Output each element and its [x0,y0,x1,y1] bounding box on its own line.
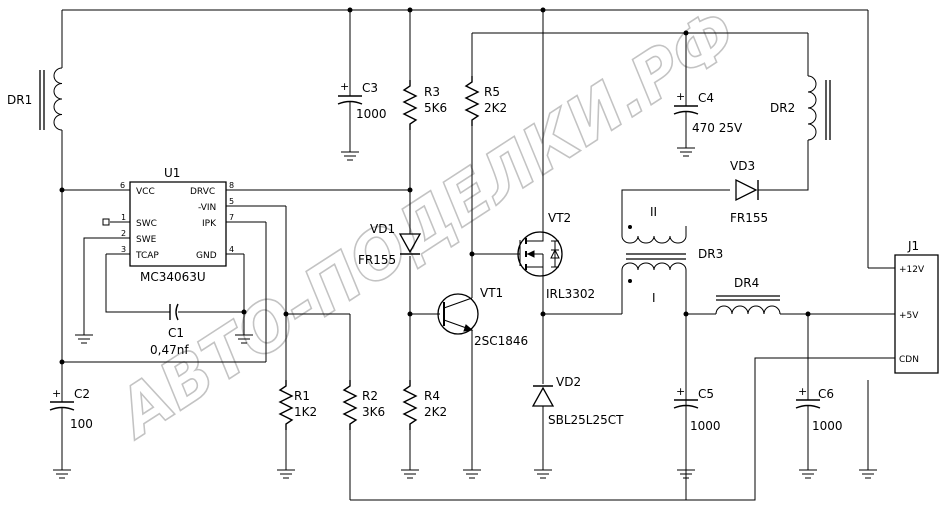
svg-text:+: + [676,385,685,398]
r3-value: 5K6 [424,101,447,115]
ic-pin-gnd: GND [196,251,217,261]
ground-symbol [400,469,420,479]
ic-pin-drvc: DRVC [190,187,215,197]
dr1-label: DR1 [7,93,32,107]
j1-pin-5v: +5V [899,311,919,321]
vd2-value: SBL25L25CT [548,413,624,427]
dr3-winding-label: II [650,205,657,219]
r2-value: 3K6 [362,405,385,419]
c4-ref: C4 [698,91,714,105]
ic-pin-vcc: VCC [136,187,155,197]
j1-pin-cdn: CDN [899,355,919,365]
ground-symbol [676,147,696,157]
vd3-ref: VD3 [730,159,755,173]
ic-pin-number: 3 [121,245,126,254]
resistor-r2 [343,379,357,431]
dr3-ref: DR3 [698,247,723,261]
r5-ref: R5 [484,85,500,99]
ground-symbol [858,469,878,479]
dr2-label: DR2 [770,101,795,115]
vd1-ref: VD1 [370,222,395,236]
c5-value: 1000 [690,419,721,433]
ic-part-label: MC34063U [140,270,206,284]
vt1-ref: VT1 [480,286,503,300]
polarity-marks: + + + + + [52,80,807,400]
vd3-value: FR155 [730,211,768,225]
c3-value: 1000 [356,107,387,121]
ic-pin-swe: SWE [136,235,157,245]
ground-symbol [798,469,818,479]
ic-pin-number: 6 [120,181,125,190]
ic-pin-tcap: TCAP [135,251,159,261]
vt2-value: IRL3302 [546,287,595,301]
r2-ref: R2 [362,389,378,403]
ic-pin-vin: -VIN [198,203,216,213]
ground-symbol [74,334,94,344]
svg-text:+: + [340,80,349,93]
svg-text:+: + [798,385,807,398]
r1-value: 1K2 [294,405,317,419]
c5-ref: C5 [698,387,714,401]
c1-ref: C1 [168,326,184,340]
ic-pin-number: 2 [121,229,126,238]
ic-pin-number: 1 [121,213,126,222]
r1-ref: R1 [294,389,310,403]
dr4-label: DR4 [734,276,759,290]
c4-value: 470 25V [692,121,743,135]
r5-value: 2K2 [484,101,507,115]
ic-pin-ipk: IPK [202,219,217,229]
c2-ref: C2 [74,387,90,401]
ic-pin-number: 5 [229,197,234,206]
watermark-text: АВТО-ПОДЕЛКИ.РФ [101,0,751,454]
ground-symbol [276,469,296,479]
ic-pin-number: 4 [229,245,234,254]
junction-dots [59,7,811,365]
dr3-winding-label: I [652,291,656,305]
resistor-r5 [465,75,479,127]
c6-ref: C6 [818,387,834,401]
r4-ref: R4 [424,389,440,403]
r4-value: 2K2 [424,405,447,419]
r3-ref: R3 [424,85,440,99]
ic-pin-number: 7 [229,213,234,222]
vd1-value: FR155 [358,253,396,267]
vt2-ref: VT2 [548,211,571,225]
j1-ref: J1 [907,239,919,253]
ground-symbol [52,469,72,479]
ic-pin-number: 8 [229,181,234,190]
ic-ref-label: U1 [164,166,180,180]
c6-value: 1000 [812,419,843,433]
ground-symbol [533,469,553,479]
svg-text:+: + [52,387,61,400]
resistor-r3 [403,79,417,131]
c3-ref: C3 [362,81,378,95]
c1-value: 0,47nf [150,343,189,357]
vt1-value: 2SC1846 [474,334,528,348]
vd2-ref: VD2 [556,375,581,389]
ground-symbol [462,469,482,479]
ground-symbol [340,151,360,161]
j1-pin-12v: +12V [899,265,925,275]
ic-pin-swc: SWC [136,219,157,229]
resistor-r4 [403,379,417,431]
svg-text:+: + [676,90,685,103]
resistor-r1 [279,379,293,431]
c2-value: 100 [70,417,93,431]
